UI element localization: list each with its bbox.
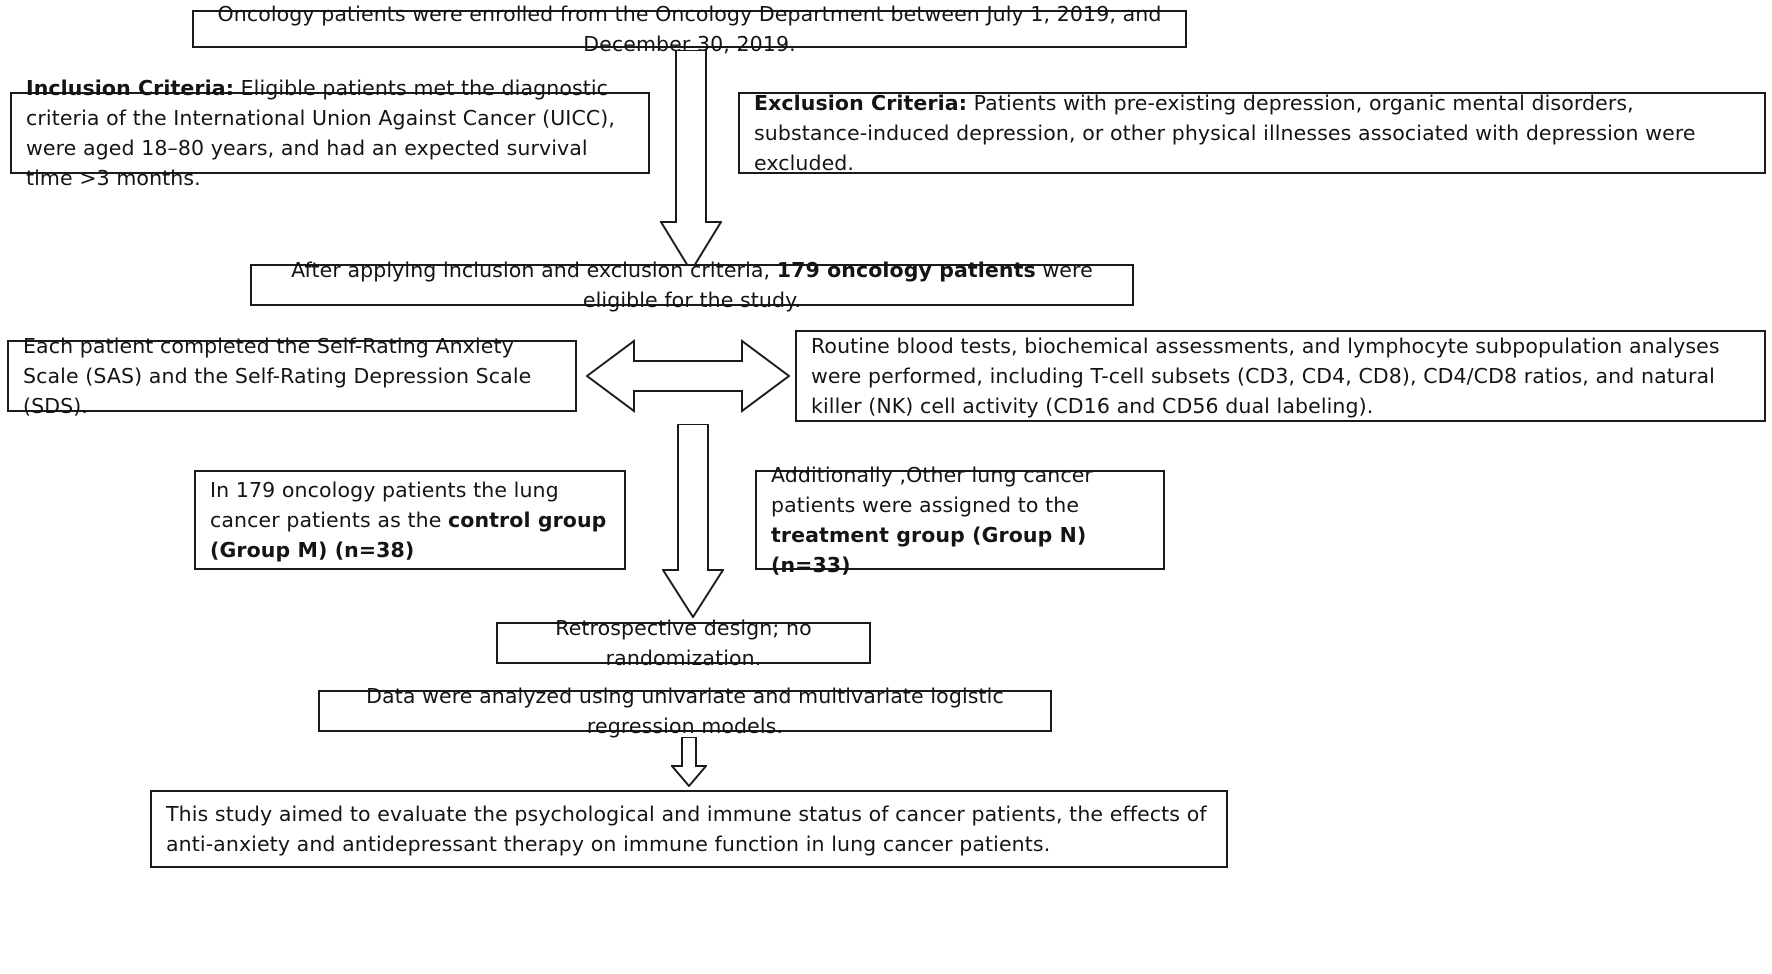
node-study-design: Retrospective design; no randomization. [496, 616, 871, 670]
node-study-aim: This study aimed to evaluate the psychol… [150, 790, 1228, 868]
node-control-group-prefix: In 179 oncology patients the lung cancer… [210, 477, 559, 532]
node-treatment-group: Additionally ,Other lung cancer patients… [755, 463, 1165, 577]
node-inclusion-criteria: Inclusion Criteria: Eligible patients me… [10, 76, 650, 190]
node-eligible-count: 179 oncology patients [776, 257, 1036, 282]
node-exclusion-criteria-label: Exclusion Criteria: [754, 90, 967, 115]
down-arrow-icon [660, 50, 722, 272]
node-control-group-text: In 179 oncology patients the lung cancer… [210, 475, 610, 565]
node-study-aim-text: This study aimed to evaluate the psychol… [166, 801, 1207, 856]
node-self-rating-scales: Each patient completed the Self-Rating A… [7, 334, 577, 418]
node-inclusion-criteria-body: Eligible patients met the diagnostic cri… [26, 75, 615, 191]
node-eligible-patients: After applying inclusion and exclusion c… [250, 258, 1134, 312]
node-treatment-group-text: Additionally ,Other lung cancer patients… [771, 460, 1149, 581]
node-treatment-group-prefix: Additionally ,Other lung cancer patients… [771, 462, 1093, 517]
node-laboratory-assessments: Routine blood tests, biochemical assessm… [795, 330, 1766, 422]
connector-enrollment-to-eligible [660, 50, 722, 272]
node-enrollment-text: Oncology patients were enrolled from the… [217, 1, 1162, 56]
node-inclusion-criteria-label: Inclusion Criteria: [26, 75, 234, 100]
node-control-group-label: control group (Group M) (n=38) [210, 507, 607, 563]
node-exclusion-criteria-text: Exclusion Criteria: Patients with pre-ex… [754, 88, 1750, 178]
node-inclusion-criteria-text: Inclusion Criteria: Eligible patients me… [26, 73, 634, 194]
small-down-arrow-icon [671, 737, 707, 787]
node-laboratory-assessments-text: Routine blood tests, biochemical assessm… [811, 333, 1720, 419]
node-exclusion-criteria: Exclusion Criteria: Patients with pre-ex… [738, 91, 1766, 175]
node-statistical-analysis-text: Data were analyzed using univariate and … [366, 683, 1004, 738]
node-self-rating-scales-text: Each patient completed the Self-Rating A… [23, 333, 532, 419]
node-eligible-patients-text: After applying inclusion and exclusion c… [266, 255, 1118, 315]
connector-analysis-to-aim [671, 737, 707, 787]
node-eligible-prefix: After applying inclusion and exclusion c… [291, 257, 777, 282]
connector-scales-labs-split [586, 339, 790, 413]
node-eligible-suffix: were eligible for the study. [582, 257, 1093, 312]
node-exclusion-criteria-body: Patients with pre-existing depression, o… [754, 90, 1696, 176]
node-treatment-group-label: treatment group (Group N) (n=33) [771, 523, 1087, 578]
node-enrollment: Oncology patients were enrolled from the… [192, 2, 1187, 56]
node-control-group: In 179 oncology patients the lung cancer… [194, 470, 626, 570]
connector-eligible-to-design [662, 424, 724, 618]
node-statistical-analysis: Data were analyzed using univariate and … [318, 684, 1052, 738]
double-headed-arrow-icon [586, 339, 790, 413]
node-study-design-text: Retrospective design; no randomization. [555, 615, 812, 670]
down-arrow-icon [662, 424, 724, 618]
